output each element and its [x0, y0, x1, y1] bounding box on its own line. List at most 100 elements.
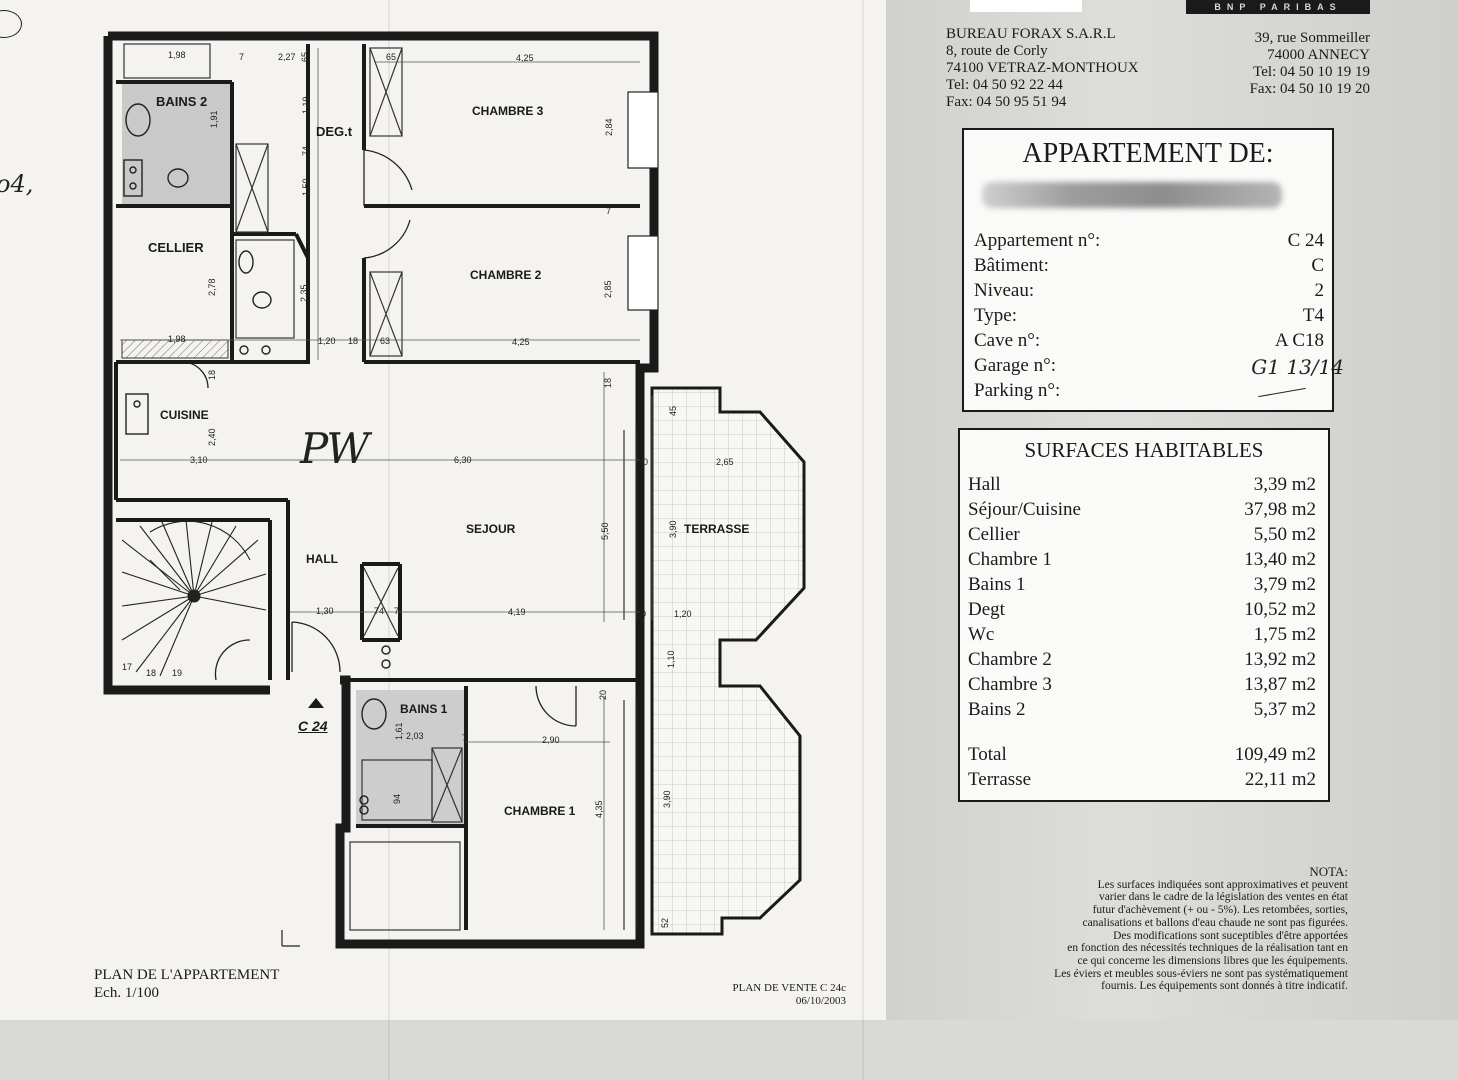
surface-label: Chambre 3: [968, 674, 1052, 695]
dim-label: 1,50: [301, 178, 311, 196]
dim-label: 3,90: [668, 520, 678, 538]
fold-line: [862, 0, 864, 1080]
row-label: Appartement n°:: [974, 230, 1101, 251]
sale-reference: PLAN DE VENTE C 24c 06/10/2003: [706, 982, 846, 1008]
apartment-row: Cave n°:A C18: [974, 330, 1324, 355]
bank-address-line: 39, rue Sommeiller: [1254, 30, 1370, 46]
surface-row: Bains 1 3,79 m2: [968, 574, 1316, 599]
handwritten-garage-value: G1 13/14: [1251, 355, 1344, 379]
room-chambre2: CHAMBRE 2: [470, 268, 542, 282]
apartment-row: Appartement n°: C 24: [974, 230, 1324, 255]
handwritten-margin-note: o4,: [0, 170, 34, 198]
dim-label: 1,98: [168, 334, 186, 344]
surface-value: 5,50 m2: [1253, 524, 1316, 545]
row-value: C: [1311, 255, 1324, 276]
surface-row: Cellier 5,50 m2: [968, 524, 1316, 549]
surface-label: Cellier: [968, 524, 1020, 545]
dim-label: 1,10: [666, 650, 676, 668]
surface-row: Wc 1,75 m2: [968, 624, 1316, 649]
nota-line: en fonction des nécessités techniques de…: [1067, 942, 1348, 955]
bureau-name: BUREAU FORAX S.A.R.L: [946, 26, 1116, 42]
floor-plan: [103, 31, 806, 949]
dim-label: 20: [598, 689, 608, 700]
surface-label: Bains 1: [968, 574, 1026, 595]
room-terrasse: TERRASSE: [684, 522, 750, 536]
row-label: Parking n°:: [974, 380, 1061, 401]
nota-line: fournis. Les équipements sont donnés à t…: [1101, 980, 1348, 993]
bank-logo-white: [970, 0, 1082, 12]
bureau-tel: Tel: 04 50 92 22 44: [946, 77, 1063, 93]
room-hall: HALL: [306, 552, 338, 566]
dim-label: 2,27: [278, 52, 296, 62]
bank-address: 39, rue Sommeiller 74000 ANNECY Tel: 04 …: [1206, 30, 1370, 98]
row-label: Type:: [974, 305, 1017, 326]
dim-label: 4,25: [512, 337, 530, 347]
dim-label: 2,90: [542, 735, 560, 745]
apartment-row: Type: T4: [974, 305, 1324, 330]
dim-label: 18: [603, 377, 613, 388]
dim-label: 1,20: [674, 609, 692, 619]
dim-label: 3,90: [662, 790, 672, 808]
nota-line: ce qui concerne les dimensions libres qu…: [1077, 954, 1349, 967]
room-bains1: BAINS 1: [400, 702, 448, 716]
dim-label: 2,40: [207, 428, 217, 446]
terrasse-area: [650, 386, 806, 936]
nota-title: NOTA:: [1309, 864, 1348, 879]
plan-scale: Ech. 1/100: [94, 985, 159, 1001]
plan-title: PLAN DE L'APPARTEMENT: [94, 967, 280, 983]
sale-ref: PLAN DE VENTE C 24c: [732, 982, 846, 994]
row-value: C 24: [1287, 230, 1324, 251]
row-value: T4: [1302, 305, 1324, 326]
bureau-address: BUREAU FORAX S.A.R.L 8, route de Corly 7…: [946, 26, 1139, 111]
surface-value: 10,52 m2: [1244, 599, 1316, 620]
dim-label: 1,20: [318, 336, 336, 346]
handwritten-initials: PW: [300, 424, 369, 473]
dim-label: 2,35: [299, 284, 309, 302]
dim-label: 2,03: [406, 731, 424, 741]
room-sejour: SEJOUR: [466, 522, 516, 536]
room-cuisine: CUISINE: [160, 408, 209, 422]
row-value: 2: [1314, 280, 1325, 301]
surface-label: Chambre 2: [968, 649, 1052, 670]
bureau-address-line: 74100 VETRAZ-MONTHOUX: [946, 60, 1139, 76]
nota-line: varier dans le cadre de la législation d…: [1098, 891, 1348, 904]
bottom-margin: [0, 1020, 1458, 1080]
nota-line: Des modifications sont suceptibles d'êtr…: [1113, 929, 1348, 942]
dim-label: 2,65: [716, 457, 734, 467]
surface-value: 3,79 m2: [1253, 574, 1316, 595]
dim-label: 94: [392, 793, 402, 804]
stair-step: 19: [172, 668, 183, 678]
surface-value: 1,75 m2: [1253, 624, 1316, 645]
dim-label: 7: [462, 733, 468, 743]
dim-label: 45: [668, 405, 678, 416]
surface-label: Wc: [968, 624, 995, 645]
plan-caption: PLAN DE L'APPARTEMENT Ech. 1/100: [94, 966, 279, 1002]
nota-disclaimer: NOTA: Les surfaces indiquées sont approx…: [960, 864, 1349, 993]
nota-line: canalisations et ballons d'eau chaude ne…: [1082, 916, 1348, 929]
surface-value: 3,39 m2: [1253, 474, 1316, 495]
handwritten-dash: [1258, 387, 1306, 398]
surface-row: Chambre 2 13,92 m2: [968, 649, 1316, 674]
apartment-row: Garage n°:G1 13/14: [974, 355, 1344, 380]
surface-label: Chambre 1: [968, 549, 1052, 570]
bank-logo: BNP PARIBAS: [1186, 0, 1370, 14]
bureau-address-line: 8, route de Corly: [946, 43, 1048, 59]
dim-label: 74: [301, 145, 311, 156]
entry-apartment-label: C 24: [298, 718, 328, 734]
dim-label: 5,50: [600, 522, 610, 540]
dim-label: 7: [239, 52, 245, 62]
surface-value: 13,92 m2: [1244, 649, 1316, 670]
row-value: A C18: [1274, 330, 1324, 351]
sale-date: 06/10/2003: [795, 995, 846, 1007]
bureau-fax: Fax: 04 50 95 51 94: [946, 94, 1067, 110]
dim-label: 2,85: [603, 280, 613, 298]
surface-value: 5,37 m2: [1253, 699, 1316, 720]
dim-label: 1,91: [209, 110, 219, 128]
dim-label: 4,25: [516, 53, 534, 63]
surface-value: 37,98 m2: [1244, 499, 1316, 520]
